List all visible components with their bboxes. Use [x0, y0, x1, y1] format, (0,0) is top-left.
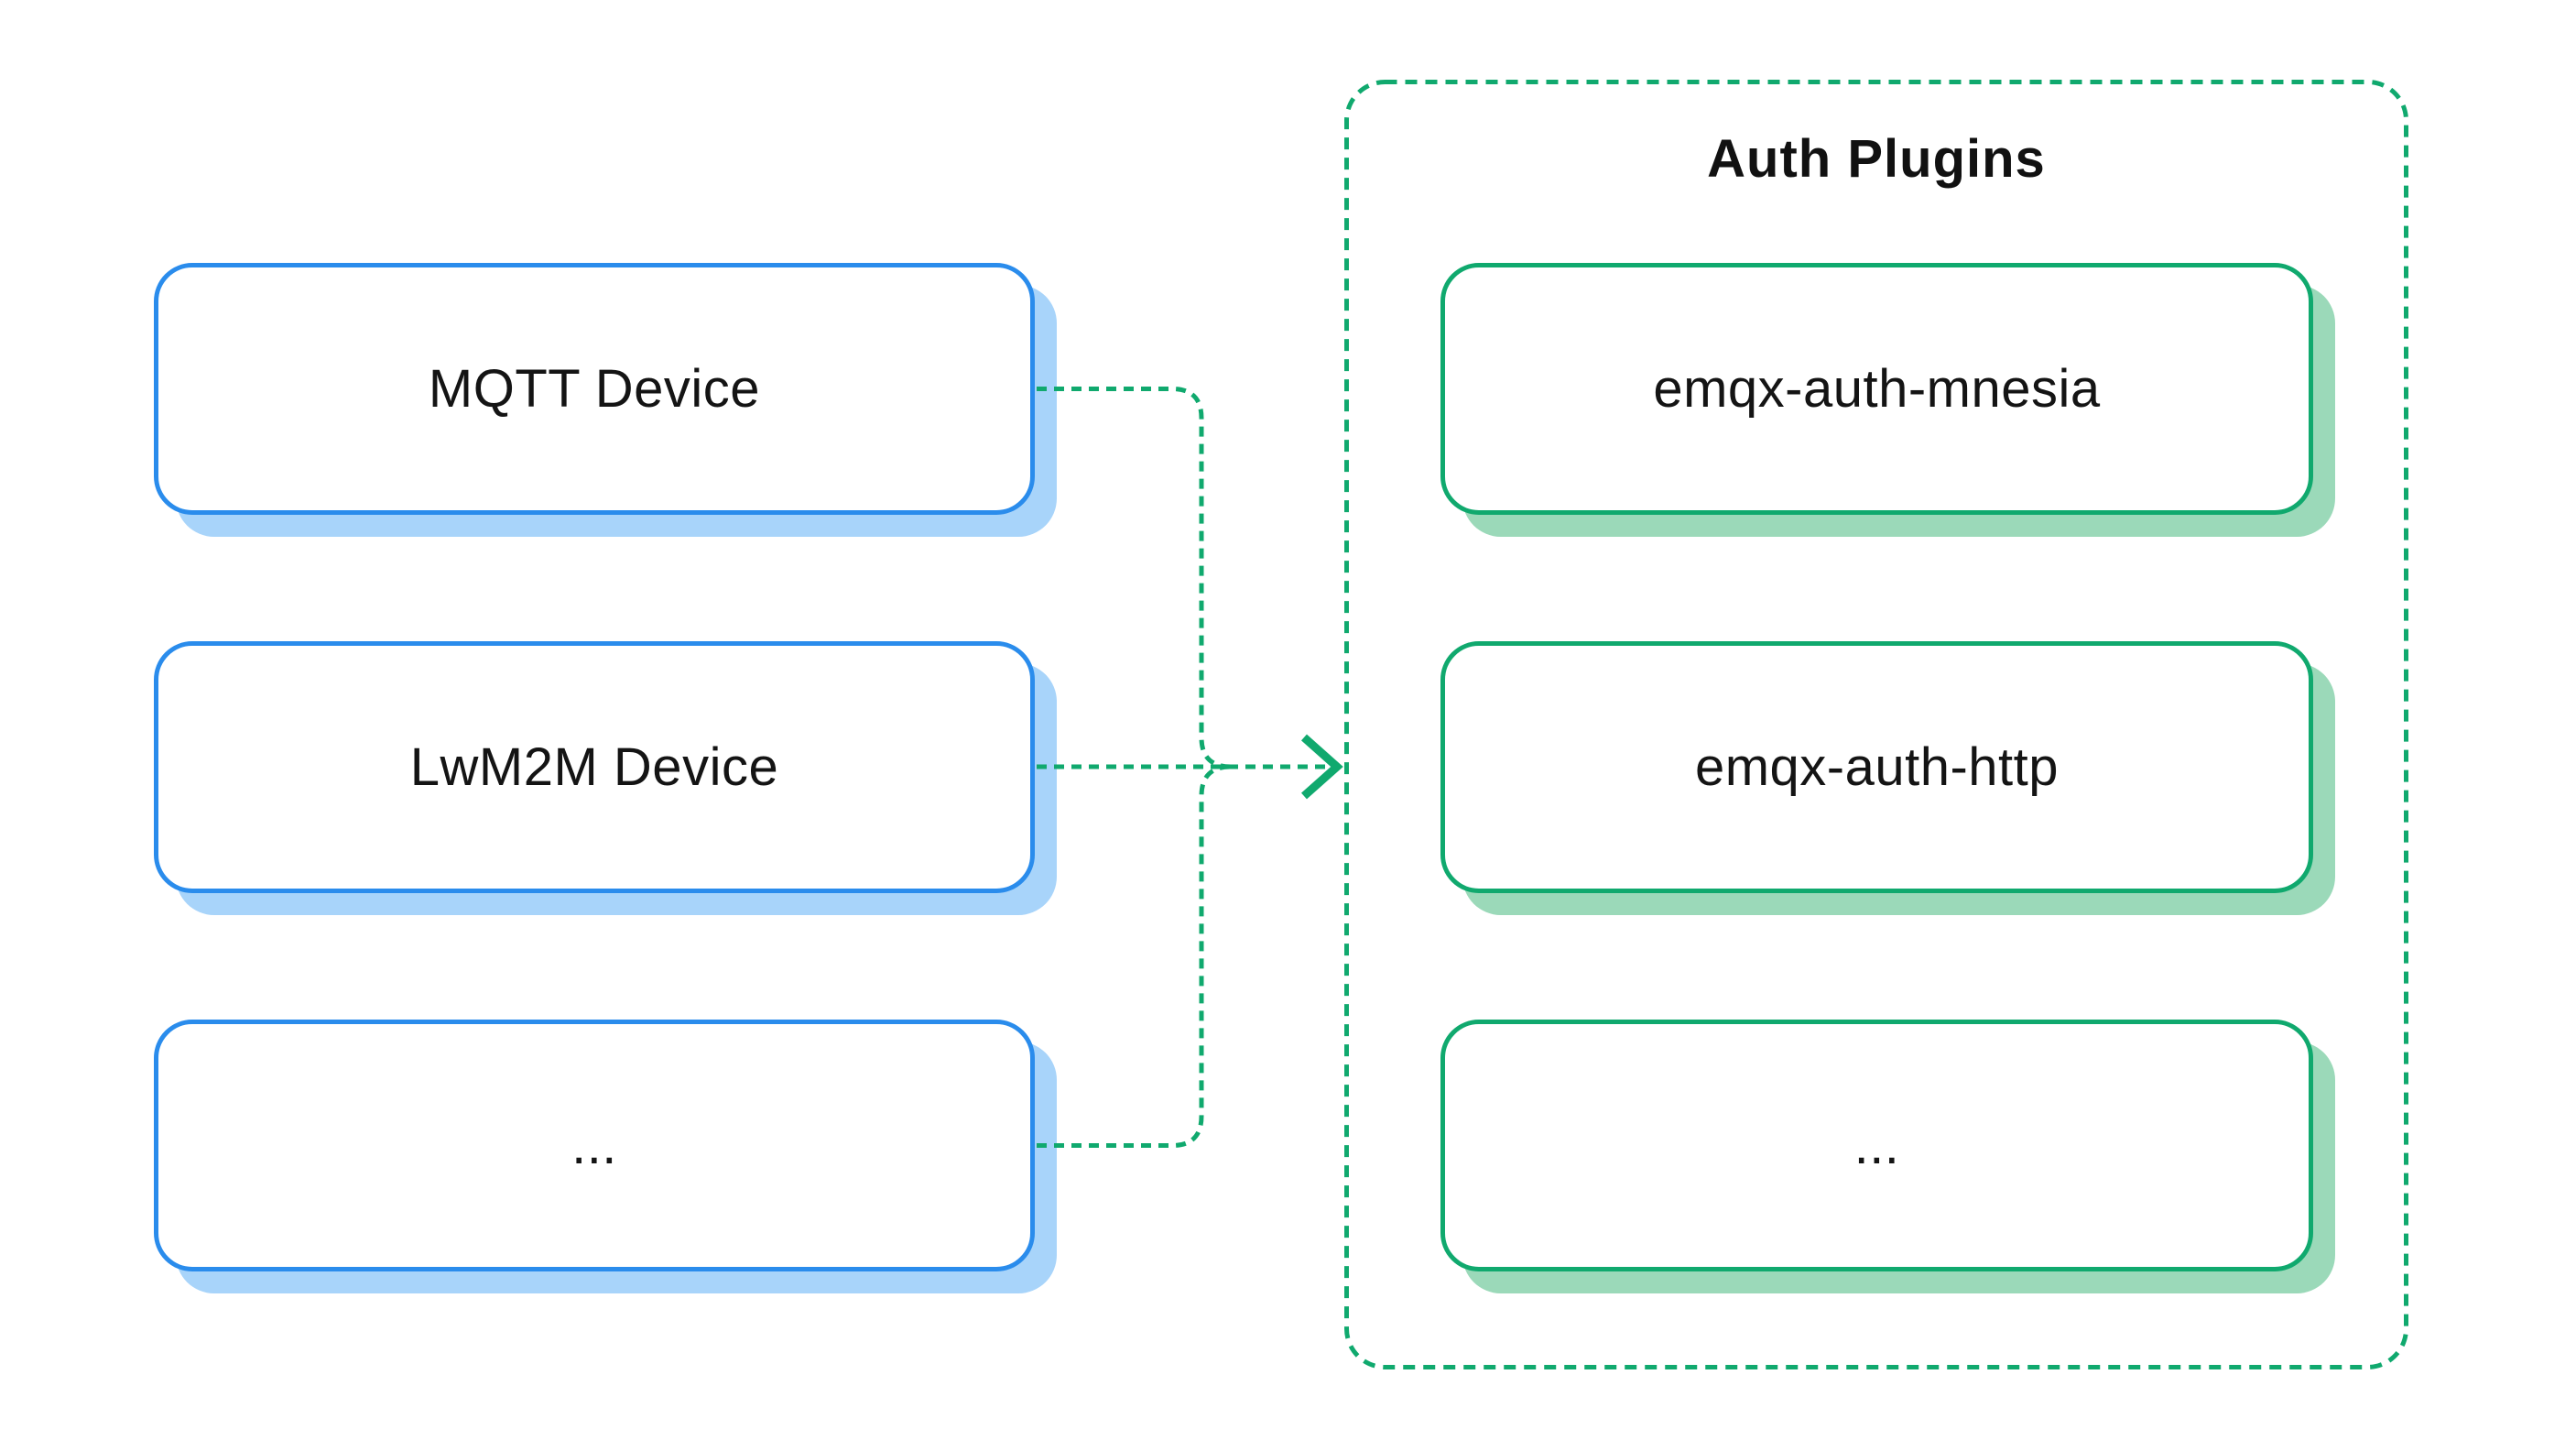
connector-line-more [1037, 764, 1232, 1148]
device-box-lwm2m-label: LwM2M Device [409, 737, 779, 797]
device-box-mqtt-label: MQTT Device [428, 359, 761, 419]
plugin-box-mnesia-label: emqx-auth-mnesia [1653, 359, 2101, 419]
plugin-box-more-label: ... [1853, 1116, 1900, 1175]
plugin-box-more: ... [1440, 1020, 2313, 1271]
device-box-more: ... [154, 1020, 1035, 1271]
plugin-box-http: emqx-auth-http [1440, 641, 2313, 893]
plugin-box-mnesia: emqx-auth-mnesia [1440, 263, 2313, 515]
device-box-lwm2m: LwM2M Device [154, 641, 1035, 893]
device-box-more-label: ... [571, 1116, 617, 1175]
plugin-box-http-label: emqx-auth-http [1694, 737, 2060, 797]
arrowhead-icon [1301, 734, 1343, 800]
device-box-mqtt: MQTT Device [154, 263, 1035, 515]
connector-line-mqtt [1037, 387, 1232, 769]
auth-panel-title: Auth Plugins [1707, 129, 2046, 189]
